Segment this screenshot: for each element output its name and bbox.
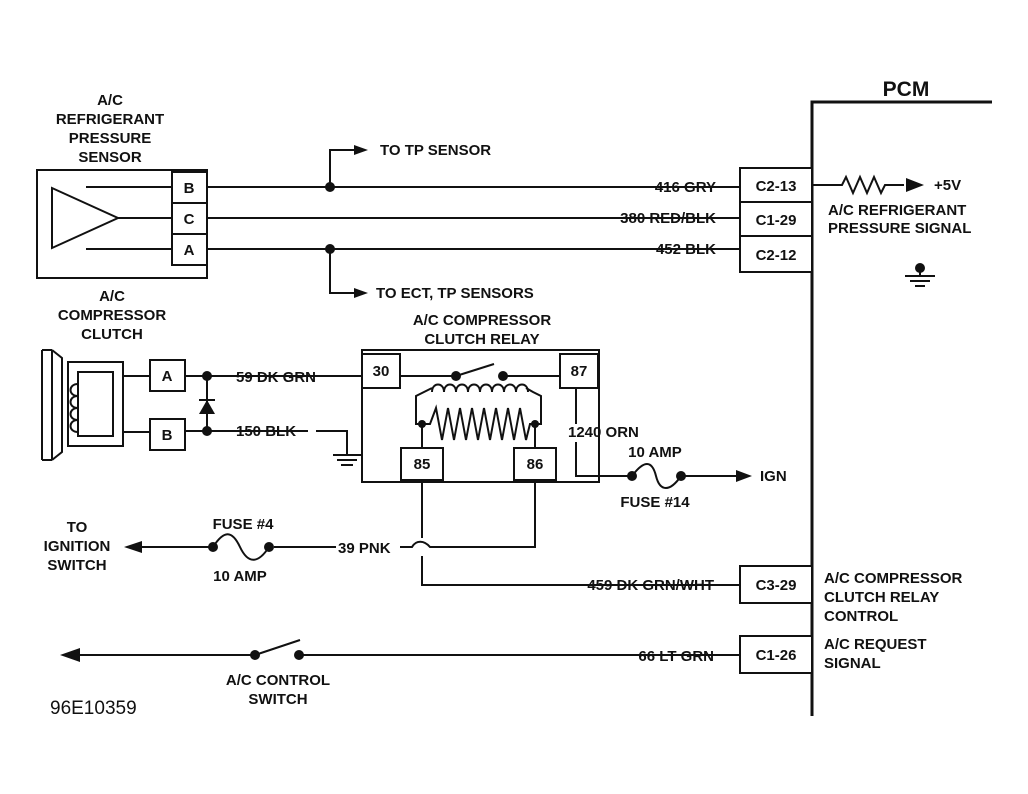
request-signal-line-2: SIGNAL <box>824 655 881 672</box>
clutch-wires: 59 DK GRN 150 BLK <box>185 369 362 466</box>
figure-id: 96E10359 <box>50 698 137 719</box>
relay-pin-86: 86 <box>527 456 544 473</box>
connector-c3-29: C3-29 <box>756 577 797 594</box>
connector-c2-12: C2-12 <box>756 247 797 264</box>
clutch-title-line-2: COMPRESSOR <box>58 307 167 324</box>
fuse-14-icon <box>631 463 682 489</box>
pcm-ground-icon <box>905 275 935 287</box>
wire-1240-label: 1240 ORN <box>568 424 639 441</box>
clutch-pin-a: A <box>162 368 173 385</box>
refrigerant-pressure-sensor: A/C REFRIGERANT PRESSURE SENSOR B C A <box>36 92 208 279</box>
sensor-title-line-1: A/C <box>97 92 123 109</box>
pcm-title: PCM <box>883 78 930 101</box>
sensor-title-line-2: REFRIGERANT <box>56 111 164 128</box>
relay-switch-contacts <box>400 363 560 377</box>
sensor-pin-b: B <box>184 180 195 197</box>
relay-pin-85: 85 <box>414 456 431 473</box>
pcm-internal-circuit: +5V A/C REFRIGERANT PRESSURE SIGNAL <box>812 174 971 287</box>
pullup-resistor <box>812 174 904 196</box>
control-switch-line-1: A/C CONTROL <box>226 672 330 689</box>
connector-c1-26: C1-26 <box>756 647 797 664</box>
wire-150-label: 150 BLK <box>236 423 296 440</box>
clutch-pin-b: B <box>162 427 173 444</box>
relay-control-line-1: A/C COMPRESSOR <box>824 570 963 587</box>
compressor-clutch: A/C COMPRESSOR CLUTCH A B <box>41 288 186 461</box>
ignition-switch-line-2: IGNITION <box>44 538 111 555</box>
relay-87-circuit: 1240 ORN 10 AMP FUSE #14 IGN <box>568 388 787 511</box>
sensor-title-line-3: PRESSURE <box>69 130 152 147</box>
ac-request-circuit: 66 LT GRN A/C CONTROL SWITCH <box>60 639 740 708</box>
wire-459-label: 459 DK GRN/WHT <box>587 577 714 594</box>
fuse-4-rating: 10 AMP <box>213 568 267 585</box>
sensor-wires: TO TP SENSOR TO ECT, TP SENSORS 416 GRY … <box>207 142 740 302</box>
fuse-4-name: FUSE #4 <box>213 516 275 533</box>
relay-coil-icon <box>421 404 536 448</box>
relay-title-line-2: CLUTCH RELAY <box>424 331 539 348</box>
pcm-module: PCM <box>810 78 992 716</box>
relay-title-line-1: A/C COMPRESSOR <box>413 312 552 329</box>
wire-59-label: 59 DK GRN <box>236 369 316 386</box>
compressor-clutch-relay: A/C COMPRESSOR CLUTCH RELAY 30 87 85 86 <box>361 312 600 483</box>
sensor-amplifier-symbol <box>51 186 121 250</box>
relay-control-line-2: CLUTCH RELAY <box>824 589 939 606</box>
ac-control-switch-icon <box>254 639 301 656</box>
relay-pin-87: 87 <box>571 363 588 380</box>
relay-pin-30: 30 <box>373 363 390 380</box>
connector-c2-13: C2-13 <box>756 178 797 195</box>
ignition-switch-line-1: TO <box>67 519 88 536</box>
sensor-pin-c: C <box>184 211 195 228</box>
clutch-coil-icon <box>69 383 79 433</box>
pcm-sensor-connectors: C2-13 C1-29 C2-12 <box>739 167 813 273</box>
sensor-title-line-4: SENSOR <box>78 149 142 166</box>
wire-66-label: 66 LT GRN <box>638 648 714 665</box>
ign-label: IGN <box>760 468 787 485</box>
request-signal-line-1: A/C REQUEST <box>824 636 927 653</box>
pcm-control-connectors: C3-29 C1-26 A/C COMPRESSOR CLUTCH RELAY … <box>739 565 963 674</box>
ignition-switch-line-3: SWITCH <box>47 557 106 574</box>
clutch-title-line-3: CLUTCH <box>81 326 143 343</box>
clutch-title-line-1: A/C <box>99 288 125 305</box>
to-ect-tp-label: TO ECT, TP SENSORS <box>376 285 534 302</box>
fuse-4-icon <box>212 533 270 561</box>
wire-416-label: 416 GRY <box>655 179 716 196</box>
suppression-diode-icon <box>199 400 215 414</box>
connector-c1-29-sensor: C1-29 <box>756 212 797 229</box>
control-switch-line-2: SWITCH <box>248 691 307 708</box>
refrigerant-signal-line-1: A/C REFRIGERANT <box>828 202 966 219</box>
refrigerant-signal-line-2: PRESSURE SIGNAL <box>828 220 971 237</box>
to-tp-sensor-label: TO TP SENSOR <box>380 142 491 159</box>
relay-coil-circuits: FUSE #4 10 AMP 39 PNK TO IGNITION SWITCH… <box>44 480 740 594</box>
relay-control-line-3: CONTROL <box>824 608 898 625</box>
wire-380-label: 380 RED/BLK <box>620 210 716 227</box>
fuse-14-rating: 10 AMP <box>628 444 682 461</box>
wire-39-label: 39 PNK <box>338 540 391 557</box>
clutch-ground-icon <box>333 454 361 466</box>
five-volt-label: +5V <box>934 177 961 194</box>
wire-452-label: 452 BLK <box>656 241 716 258</box>
fuse-14-name: FUSE #14 <box>620 494 690 511</box>
sensor-pin-a: A <box>184 242 195 259</box>
